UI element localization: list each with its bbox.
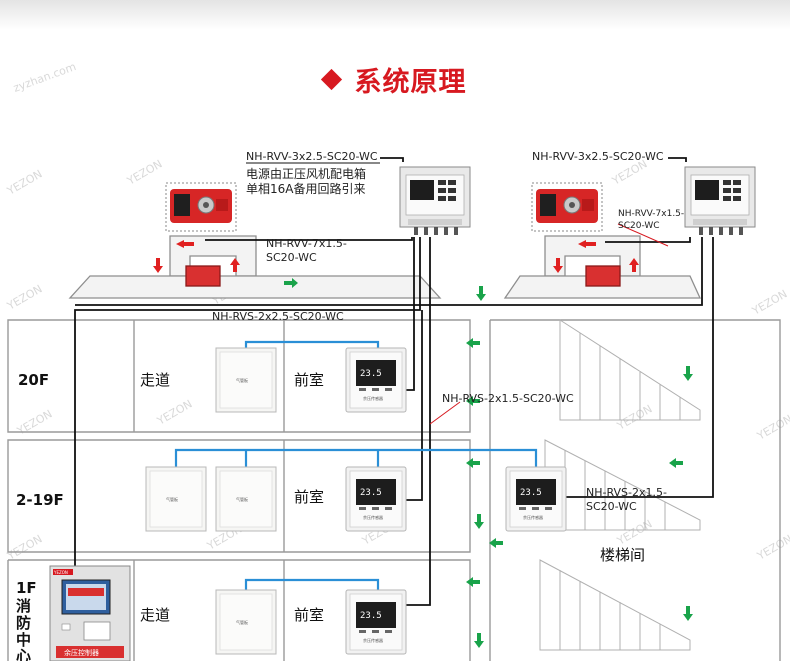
arrow-left-icon: [466, 458, 480, 468]
arrow-left-icon: [669, 458, 683, 468]
arrow-right-icon: [284, 278, 298, 288]
watermark-text: YEZON: [124, 157, 164, 188]
damper-actuator-right: [531, 182, 603, 232]
watermark-text: YEZON: [754, 412, 790, 443]
building-floors: [7, 319, 781, 661]
arrow-left-icon: [466, 338, 480, 348]
sensor-reading: 23.5: [360, 369, 382, 379]
watermark-text: YEZON: [614, 517, 654, 548]
sensor-label: 余压传感器: [363, 637, 383, 643]
residual-pressure-control-cabinet: YEZON 余压控制器: [49, 565, 131, 661]
floor-label-1f: 1F: [16, 579, 37, 597]
arrow-left-icon: [466, 577, 480, 587]
air-duct-left: [68, 235, 442, 299]
watermark-url-text: zyzhan.com: [12, 60, 78, 95]
signal-wiring: [174, 340, 538, 590]
arrow-down-icon: [476, 286, 486, 301]
sensor-1f: 23.5 余压传感器: [345, 589, 407, 655]
floor-label-1f-char3: 中: [16, 631, 31, 649]
floor-label-1f-char4: 心: [16, 647, 31, 661]
cable-label-bus-stair-2: SC20-WC: [586, 500, 637, 513]
room-label-front-room-2-19f: 前室: [294, 488, 324, 506]
power-note-line1: 电源由正压风机配电箱: [246, 166, 366, 181]
vent-panel-20f: 气管板: [215, 347, 277, 413]
watermark-text: YEZON: [4, 532, 44, 563]
arrow-down-icon: [153, 258, 163, 273]
flow-arrows-red: [153, 240, 639, 273]
damper-actuator-left: [165, 182, 237, 232]
cable-label-damper-left-1: NH-RVV-7x1.5-: [266, 237, 347, 250]
arrow-left-icon: [466, 396, 480, 406]
watermark-text: YEZON: [4, 167, 44, 198]
cable-label-power-left: NH-RVV-3x2.5-SC20-WC: [246, 150, 378, 163]
room-label-corridor-1f: 走道: [140, 606, 170, 624]
floor-label-20f: 20F: [18, 371, 49, 389]
cable-label-bus-stair-1: NH-RVS-2x1.5-: [586, 486, 667, 499]
vent-panel-1f: 气管板: [215, 589, 277, 655]
sensor-reading: 23.5: [360, 611, 382, 621]
flow-arrows-green: [284, 278, 693, 648]
floor-label-1f-char1: 消: [16, 597, 31, 615]
arrow-left-icon: [578, 240, 596, 248]
sensor-2-19f: 23.5 余压传感器: [345, 466, 407, 532]
arrow-left-icon: [176, 240, 194, 248]
watermark-text: YEZON: [754, 532, 790, 563]
sensor-reading: 23.5: [360, 488, 382, 498]
arrow-up-icon: [230, 258, 240, 272]
label-leaders: [429, 223, 669, 425]
top-banner-strip: [0, 0, 790, 30]
arrow-down-icon: [553, 258, 563, 273]
sensor-20f: 23.5 余压传感器: [345, 347, 407, 413]
sensor-stairwell: 23.5 余压传感器: [505, 466, 567, 532]
stair-structure: [539, 319, 701, 651]
cabinet-brand: YEZON: [53, 570, 68, 575]
vent-label: 气管板: [236, 377, 248, 383]
room-label-front-room-20f: 前室: [294, 371, 324, 389]
floor-label-1f-char2: 防: [16, 614, 31, 632]
cable-label-power-right: NH-RVV-3x2.5-SC20-WC: [532, 150, 664, 163]
floor-label-2-19f: 2-19F: [16, 491, 64, 509]
room-label-stairwell: 楼梯间: [600, 546, 645, 564]
watermark-text: YEZON: [14, 407, 54, 438]
arrow-down-icon: [474, 633, 484, 648]
control-wiring: [74, 157, 714, 606]
arrow-up-icon: [629, 258, 639, 272]
sensor-label: 余压传感器: [523, 514, 543, 520]
cabinet-label: 余压控制器: [64, 648, 99, 657]
vent-panel-2-19f-b: 气管板: [215, 466, 277, 532]
power-note-line2: 单相16A备用回路引来: [246, 181, 365, 196]
watermark-text: YEZON: [4, 282, 44, 313]
sensor-reading: 23.5: [520, 488, 542, 498]
room-label-front-room-1f: 前室: [294, 606, 324, 624]
arrow-down-icon: [683, 366, 693, 381]
cable-label-bus-main: NH-RVS-2x2.5-SC20-WC: [212, 310, 344, 323]
vent-panel-2-19f-a: 气管板: [145, 466, 207, 532]
cable-label-damper-left-2: SC20-WC: [266, 251, 317, 264]
pressure-controller-right: [684, 166, 756, 236]
sensor-label: 余压传感器: [363, 395, 383, 401]
arrow-down-icon: [474, 514, 484, 529]
section-title: 系统原理: [0, 60, 790, 99]
arrow-down-icon: [683, 606, 693, 621]
vent-label: 气管板: [236, 619, 248, 625]
pressure-controller-left: [399, 166, 471, 236]
vent-label: 气管板: [236, 496, 248, 502]
vent-label: 气管板: [166, 496, 178, 502]
cable-label-damper-right-2: SC20-WC: [618, 221, 660, 231]
section-title-text: 系统原理: [354, 67, 467, 98]
cable-label-bus-20f: NH-RVS-2x1.5-SC20-WC: [442, 392, 574, 405]
watermark-text: YEZON: [749, 287, 789, 318]
room-label-corridor-20f: 走道: [140, 371, 170, 389]
cable-label-damper-right-1: NH-RVV-7x1.5-: [618, 209, 684, 219]
air-duct-right: [503, 235, 702, 299]
watermark-text: YEZON: [154, 397, 194, 428]
arrow-left-icon: [489, 538, 503, 548]
sensor-label: 余压传感器: [363, 514, 383, 520]
